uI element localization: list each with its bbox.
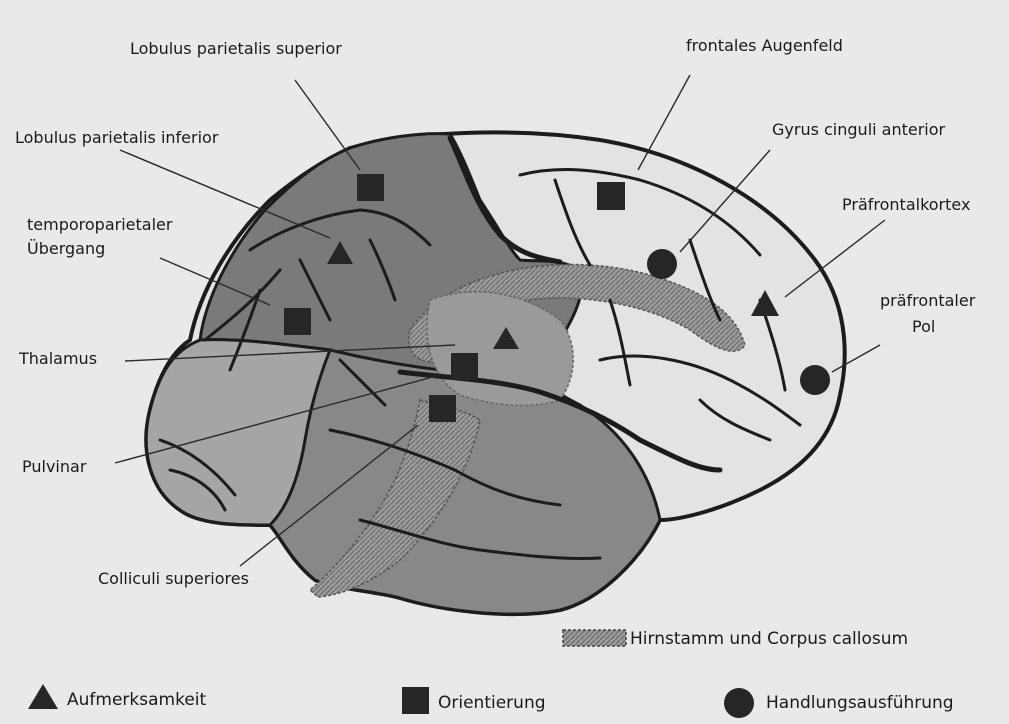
label-temporoparietaler-line1: temporoparietaler <box>27 215 173 234</box>
label-pulvinar: Pulvinar <box>22 457 87 476</box>
label-praefrontaler-line1: präfrontaler <box>880 291 976 310</box>
marker-square-lobulus-parietalis-superior <box>357 174 384 201</box>
marker-circle-gyrus-cinguli-anterior <box>647 249 677 279</box>
label-lobulus-parietalis-inferior: Lobulus parietalis inferior <box>15 128 219 147</box>
legend-square-icon <box>402 687 429 714</box>
legend-triangle-icon <box>28 684 58 709</box>
label-thalamus: Thalamus <box>18 349 97 368</box>
legend-label-handlungsausfuehrung: Handlungsausführung <box>766 693 954 713</box>
label-praefrontaler-line2: Pol <box>912 317 935 336</box>
legend: Hirnstamm und Corpus callosum Aufmerksam… <box>28 629 954 718</box>
leader-lobulus-parietalis-superior <box>295 80 360 170</box>
marker-square-colliculi-superiores <box>429 395 456 422</box>
label-frontales-augenfeld: frontales Augenfeld <box>686 36 843 55</box>
label-temporoparietaler-line2: Übergang <box>27 239 105 258</box>
label-colliculi-superiores: Colliculi superiores <box>98 569 249 588</box>
marker-square-thalamus <box>451 353 478 380</box>
legend-label-orientierung: Orientierung <box>438 693 546 713</box>
legend-circle-icon <box>724 688 754 718</box>
label-praefrontalkortex: Präfrontalkortex <box>842 195 970 214</box>
marker-square-frontales-augenfeld <box>597 182 625 210</box>
legend-label-hirnstamm: Hirnstamm und Corpus callosum <box>630 629 908 649</box>
label-lobulus-parietalis-superior: Lobulus parietalis superior <box>130 39 342 58</box>
label-gyrus-cinguli-anterior: Gyrus cinguli anterior <box>772 120 946 139</box>
marker-circle-praefrontaler-pol <box>800 365 830 395</box>
marker-square-temporoparietaler-uebergang <box>284 308 311 335</box>
legend-label-aufmerksamkeit: Aufmerksamkeit <box>67 690 206 710</box>
legend-swatch-hatched <box>563 630 626 646</box>
